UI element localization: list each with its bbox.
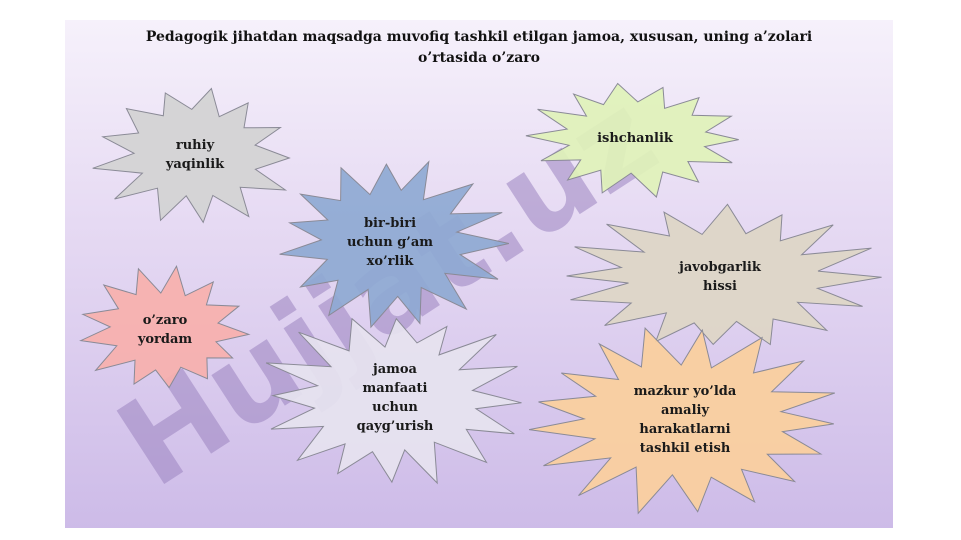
slide-canvas: Hujjat.uz Pedagogik jihatdan maqsadga mu… — [65, 20, 893, 528]
star-label-line: harakatlarni — [639, 422, 731, 437]
star-label-line: o’zaro — [142, 313, 188, 328]
starburst-shape — [566, 203, 882, 346]
star-label: ruhiy yaqinlik — [81, 70, 309, 240]
star-mazkur-yolda: mazkur yo’lda amaliy harakatlarni tashkil e… — [505, 312, 865, 528]
star-label-line: hissi — [703, 279, 737, 294]
star-label-line: bir-biri — [363, 215, 417, 231]
star-label: o’zaro yordam — [65, 254, 265, 406]
starburst-shape — [265, 317, 522, 485]
title-line-1: Pedagogik jihatdan maqsadga muvofiq tash… — [145, 29, 813, 45]
star-label-line: xo’rlik — [366, 253, 414, 269]
star-label-line: mazkur yo’lda — [633, 384, 737, 399]
star-label: javobgarlik hissi — [542, 189, 893, 365]
star-ozaro-yordam: o’zaro yordam — [65, 254, 265, 406]
starburst-polygon — [279, 160, 510, 329]
star-bir-biri-uchun-gam-xorlik: bir-biri uchun g’am xo’rlik — [260, 144, 520, 340]
star-label-line: jamoa — [373, 362, 417, 377]
star-label-line: tashkil etish — [639, 441, 731, 456]
star-label-line: yaqinlik — [165, 157, 225, 172]
star-label: bir-biri uchun g’am xo’rlik — [260, 144, 520, 340]
starburst-polygon — [265, 317, 522, 485]
star-label-line: qayg’urish — [356, 419, 434, 434]
starburst-shape — [79, 264, 251, 389]
star-label-line: uchun g’am — [346, 234, 434, 250]
starburst-shape — [529, 326, 835, 515]
star-label-line: ishchanlik — [597, 130, 673, 146]
starburst-polygon — [92, 87, 291, 224]
star-label: ishchanlik — [507, 68, 763, 208]
star-label-line: manfaati — [362, 381, 428, 396]
starburst-polygon — [566, 203, 882, 346]
starburst-shape — [279, 160, 510, 329]
star-label: mazkur yo’lda amaliy harakatlarni tashkil e… — [505, 312, 865, 528]
star-label-line: ruhiy — [175, 138, 215, 153]
star-jamoa-manfaati: jamoa manfaati uchun qayg’urish — [245, 296, 545, 500]
star-javobgarlik-hissi: javobgarlik hissi — [542, 189, 893, 365]
starburst-shape — [92, 87, 291, 224]
starburst-polygon — [79, 264, 251, 389]
star-ishchanlik: ishchanlik — [507, 68, 763, 208]
star-label-line: amaliy — [660, 403, 710, 418]
star-label-line: yordam — [137, 332, 193, 347]
starburst-shape — [525, 82, 739, 198]
starburst-polygon — [529, 326, 835, 515]
star-label-line: uchun — [372, 400, 418, 415]
starburst-polygon — [525, 82, 739, 198]
star-ruhiy-yaqinlik: ruhiy yaqinlik — [81, 70, 309, 240]
star-label-line: javobgarlik — [679, 260, 761, 275]
star-label: jamoa manfaati uchun qayg’urish — [245, 296, 545, 500]
title-line-2: o’rtasida o’zaro — [417, 50, 540, 66]
